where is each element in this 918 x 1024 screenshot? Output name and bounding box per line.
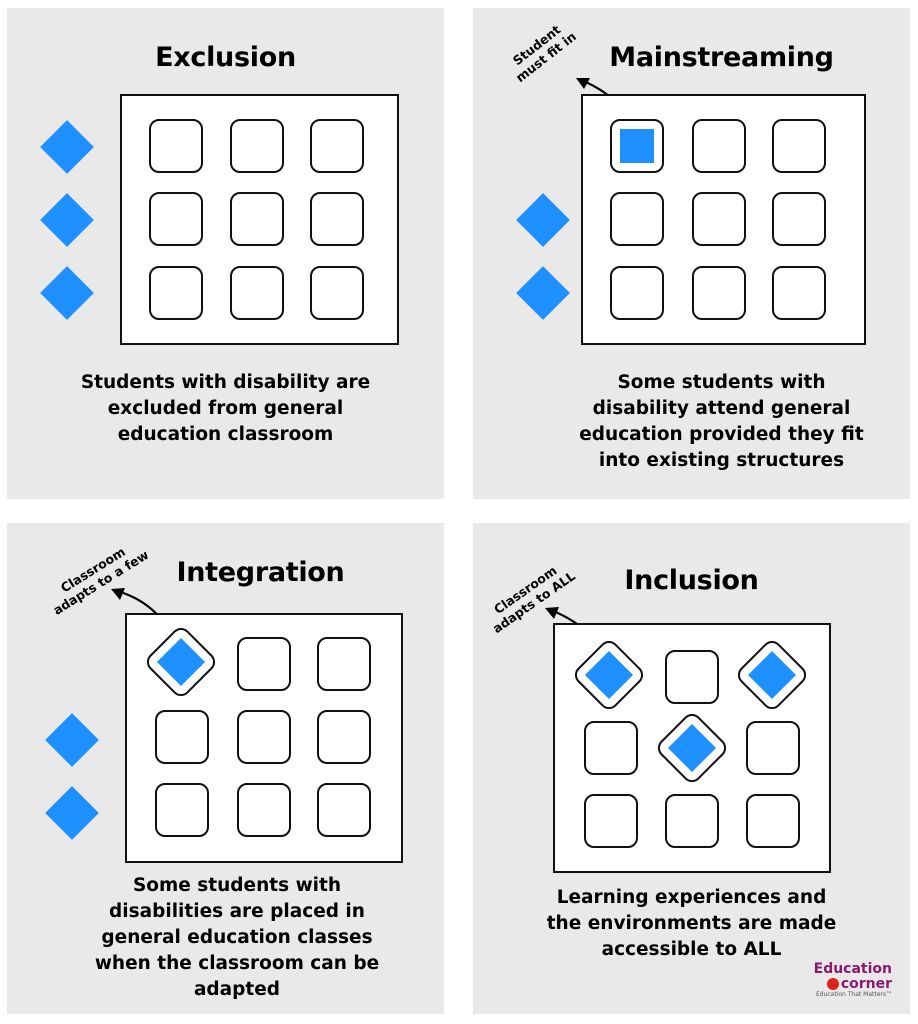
classroom-board <box>125 613 403 863</box>
seat <box>310 192 364 246</box>
seat <box>665 650 719 704</box>
classroom-board <box>581 94 866 345</box>
panel-exclusion: Exclusion Students with disability are e… <box>7 8 444 499</box>
seat <box>772 119 826 173</box>
seat-adapted <box>142 623 220 701</box>
seat <box>149 266 203 320</box>
seat <box>692 266 746 320</box>
seat <box>746 794 800 848</box>
panel-title: Inclusion <box>624 565 759 596</box>
student-diamond <box>40 193 94 247</box>
student-square <box>584 650 634 700</box>
seat <box>610 192 664 246</box>
seat <box>155 710 209 764</box>
seat <box>610 266 664 320</box>
seat <box>317 783 371 837</box>
apple-icon <box>826 978 839 990</box>
panel-caption: Students with disability are excluded fr… <box>80 372 371 445</box>
seat <box>772 192 826 246</box>
student-diamond <box>40 266 94 320</box>
seat <box>230 266 284 320</box>
panel-integration: Integration Classroom adapts to a few So… <box>7 523 444 1014</box>
panel-title: Mainstreaming <box>609 42 834 73</box>
seat <box>310 266 364 320</box>
seat <box>230 119 284 173</box>
panel-title: Exclusion <box>155 42 296 73</box>
seat <box>692 192 746 246</box>
seat-adapted <box>570 636 648 714</box>
seat <box>772 266 826 320</box>
seat <box>237 637 291 691</box>
panel-mainstreaming: Mainstreaming Student must fit in Some s… <box>473 8 910 499</box>
panel-caption: Learning experiences and the environment… <box>546 887 837 960</box>
seat <box>692 119 746 173</box>
seat-occupied <box>610 119 664 173</box>
student-square <box>620 129 654 163</box>
seat <box>746 721 800 775</box>
student-diamond <box>40 120 94 174</box>
panel-caption: Some students with disabilities are plac… <box>94 875 380 1000</box>
seat <box>584 721 638 775</box>
seat <box>584 794 638 848</box>
classroom-board <box>553 623 831 873</box>
panel-caption: Some students with disability attend gen… <box>579 372 864 471</box>
student-square <box>156 637 206 687</box>
student-square <box>667 723 717 773</box>
seat <box>149 192 203 246</box>
seat <box>230 192 284 246</box>
seat <box>317 710 371 764</box>
seat-adapted <box>653 709 731 787</box>
seat <box>237 710 291 764</box>
seat <box>665 794 719 848</box>
student-square <box>747 650 797 700</box>
panel-inclusion: Inclusion Classroom adapts to ALL Learni… <box>473 523 910 1014</box>
seat <box>149 119 203 173</box>
education-corner-logo[interactable]: Education corner Education That Matters™ <box>813 961 892 999</box>
seat <box>155 783 209 837</box>
seat <box>317 637 371 691</box>
panel-title: Integration <box>176 557 345 588</box>
seat-adapted <box>733 636 811 714</box>
seat <box>237 783 291 837</box>
classroom-board <box>120 94 399 345</box>
seat <box>310 119 364 173</box>
